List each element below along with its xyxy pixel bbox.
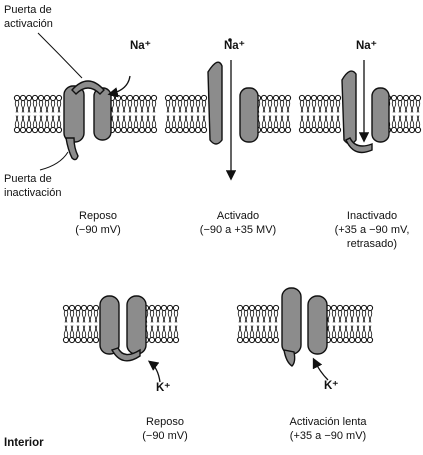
leader-line-activation xyxy=(38,33,82,78)
channel-protein-left-open xyxy=(208,62,222,144)
na-channel-activated xyxy=(165,38,290,178)
k-arrow xyxy=(314,360,328,380)
channel-protein-left xyxy=(282,288,301,354)
channel-protein-right xyxy=(240,88,258,142)
channel-protein-right xyxy=(127,296,146,354)
voltage-label-slow-activation: (+35 a −90 mV) xyxy=(290,430,366,443)
state-label-slow-activation: Activación lenta xyxy=(289,416,366,429)
lipid-bilayer-left xyxy=(63,305,98,342)
state-label-reposo-k: Reposo xyxy=(146,416,184,429)
k-arrow xyxy=(150,362,160,382)
leader-line-inactivation xyxy=(40,152,68,170)
voltage-label-reposo: (−90 mV) xyxy=(75,224,121,237)
channel-protein-left-open xyxy=(342,71,356,144)
k-channel-resting xyxy=(63,296,178,382)
channel-protein-right xyxy=(94,88,111,140)
k-channel-slow-activation xyxy=(237,288,372,380)
activation-gate xyxy=(72,81,104,94)
channel-protein-right xyxy=(308,296,327,354)
lipid-bilayer-left xyxy=(237,305,278,342)
label-inactivation-gate: Puerta de inactivación xyxy=(4,172,61,200)
na-channel-resting xyxy=(14,33,156,170)
channel-protein-left xyxy=(100,296,119,354)
interior-label: Interior xyxy=(4,437,44,450)
k-ion-label-resting: K⁺ xyxy=(156,382,170,395)
na-ion-label-activated: Na⁺ xyxy=(224,40,245,53)
lipid-bilayer-right xyxy=(255,95,290,132)
k-gate-open xyxy=(284,350,295,366)
na-ion-label-inactivated: Na⁺ xyxy=(356,40,377,53)
na-arrow xyxy=(110,76,130,94)
inactivation-gate-closed xyxy=(346,138,372,152)
lipid-bilayer-right xyxy=(143,305,178,342)
k-ion-label-slow: K⁺ xyxy=(324,380,338,393)
state-label-reposo: Reposo xyxy=(79,210,117,223)
voltage-label-reposo-k: (−90 mV) xyxy=(142,430,188,443)
voltage-label-inactivado: (+35 a −90 mV, xyxy=(335,224,410,237)
lipid-bilayer-right xyxy=(109,95,156,132)
channel-protein-left xyxy=(64,86,84,142)
lipid-bilayer-left xyxy=(165,95,206,132)
lipid-bilayer-right xyxy=(325,305,372,342)
voltage-label-activado: (−90 a +35 MV) xyxy=(200,224,276,237)
voltage-label-inactivado-line2: retrasado) xyxy=(347,238,397,251)
lipid-bilayer-left xyxy=(299,95,340,132)
lipid-bilayer-left xyxy=(14,95,61,132)
channel-protein-right xyxy=(372,88,389,142)
state-label-activado: Activado xyxy=(217,210,259,223)
label-activation-gate: Puerta de activación xyxy=(4,3,53,31)
state-label-inactivado: Inactivado xyxy=(347,210,397,223)
na-ion-label-resting: Na⁺ xyxy=(130,40,151,53)
lipid-bilayer-right xyxy=(385,95,420,132)
na-channel-inactivated xyxy=(299,60,420,152)
